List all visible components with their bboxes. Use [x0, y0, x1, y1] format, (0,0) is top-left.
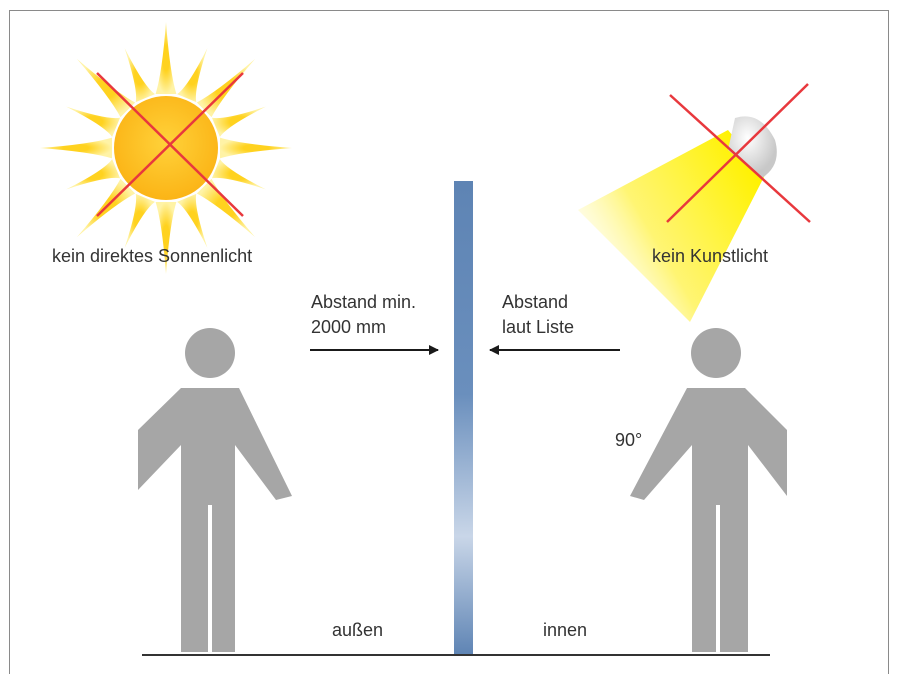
spotlight-icon: [578, 116, 777, 322]
distance-right-line2: laut Liste: [502, 317, 575, 337]
sun-ray: [40, 137, 112, 159]
light-beam: [578, 130, 765, 322]
sun-ray: [124, 48, 155, 103]
outside-label: außen: [332, 620, 384, 640]
lamp-bulb: [728, 116, 777, 178]
sun-ray: [155, 202, 177, 274]
sun-ray: [177, 48, 208, 103]
sun-ray: [196, 178, 256, 238]
cross-icon: [666, 83, 811, 223]
angle-label: 90°: [615, 430, 643, 450]
cross-icon: [96, 72, 244, 217]
sun-ray: [177, 193, 208, 248]
sun-ray: [211, 159, 266, 190]
lamp-label: kein Kunstlicht: [652, 246, 769, 266]
person-icon: [630, 328, 787, 652]
sun-ray: [211, 106, 266, 137]
distance-right-line1: Abstand: [502, 292, 569, 312]
inside-label: innen: [543, 620, 588, 640]
distance-left-line2: 2000 mm: [311, 317, 387, 337]
sun-ray: [155, 22, 177, 94]
sun-ray: [66, 159, 121, 190]
person-icon: [138, 328, 292, 652]
sun-ray: [66, 106, 121, 137]
sun-ray: [124, 193, 155, 248]
diagram-frame: [9, 10, 889, 674]
sun-ray: [76, 58, 136, 118]
glass-pane: [454, 181, 473, 655]
sun-label: kein direktes Sonnenlicht: [52, 246, 253, 266]
sun-ray: [220, 137, 292, 159]
distance-left-line1: Abstand min.: [311, 292, 417, 312]
